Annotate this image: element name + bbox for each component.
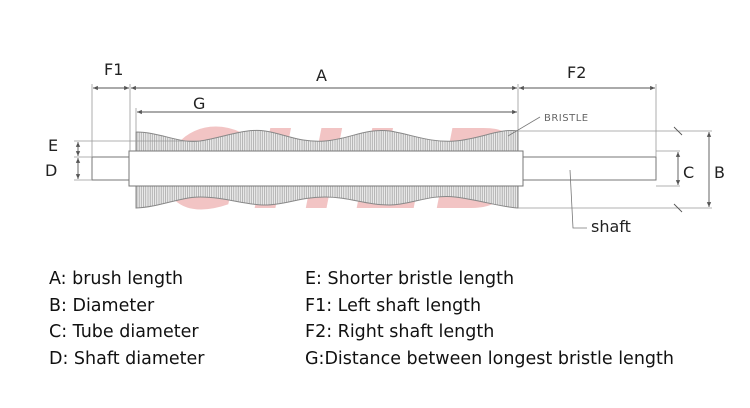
legend-item-b: B: Diameter <box>49 295 155 316</box>
bristle-label: BRISTLE <box>544 113 589 124</box>
label-d: D <box>45 161 57 180</box>
label-b: B <box>714 163 725 182</box>
bristle-leader-line <box>507 116 541 137</box>
label-a: A <box>316 66 327 85</box>
legend-left: A: brush length B: Diameter C: Tube diam… <box>49 266 204 372</box>
label-g: G <box>193 94 205 113</box>
legend-item-c: C: Tube diameter <box>49 322 199 342</box>
label-f2: F2 <box>567 63 586 82</box>
label-c: C <box>683 163 694 182</box>
legend-item-f2: F2: Right shaft length <box>305 322 495 342</box>
brush-diagram: CHLB <box>45 60 725 236</box>
legend-right: E: Shorter bristle length F1: Left shaft… <box>305 266 674 372</box>
left-shaft <box>91 156 130 181</box>
shaft-label: shaft <box>591 217 631 236</box>
legend-item-d: D: Shaft diameter <box>49 348 205 369</box>
tube <box>128 150 524 187</box>
shaft-leader-line <box>569 169 587 229</box>
label-e: E <box>48 136 58 155</box>
legend-item-f1: F1: Left shaft length <box>305 295 482 316</box>
legend-item-e: E: Shorter bristle length <box>305 269 515 289</box>
legend-item-g: G:Distance between longest bristle lengt… <box>305 348 674 369</box>
right-shaft <box>522 156 657 181</box>
legend-item-a: A: brush length <box>49 269 184 289</box>
dimension-lines <box>75 85 712 213</box>
extension-lines <box>74 84 712 209</box>
label-f1: F1 <box>104 60 123 79</box>
